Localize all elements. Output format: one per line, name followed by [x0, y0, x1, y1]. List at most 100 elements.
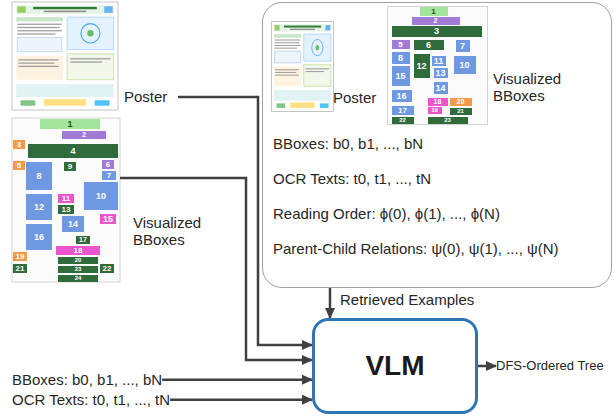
- bbox-rect: 11: [432, 56, 446, 66]
- bbox-rect: 2: [412, 17, 460, 25]
- callout-number: 7: [102, 171, 116, 180]
- bbox-rect: 4: [28, 144, 118, 158]
- callout-number: 17: [392, 106, 414, 115]
- callout-number: 12: [26, 194, 52, 220]
- node-text: DFS-Ordered Tree: [496, 359, 604, 374]
- node-text: BBoxes: b0, b1, ..., bN: [12, 371, 162, 388]
- bbox-rect: 6: [102, 160, 114, 169]
- bbox-rect: 1: [40, 119, 100, 129]
- bbox-rect: 16: [26, 224, 52, 250]
- node-text: Parent-Child Relations: ψ(0), ψ(1), ...,…: [273, 240, 558, 257]
- bbox-rect: 18: [56, 246, 100, 255]
- illustration-shape: [272, 22, 334, 112]
- callout-number: 5: [392, 40, 410, 49]
- callout-number: 3: [13, 140, 25, 149]
- illustration-shape: [12, 2, 118, 110]
- callout-number: 2: [412, 17, 460, 25]
- node-text: Poster: [124, 88, 167, 105]
- bbox-rect: 10: [454, 56, 476, 74]
- callout-number: 5: [13, 161, 25, 170]
- bbox-rect: 15: [392, 66, 410, 86]
- connector-arrow: [162, 378, 312, 381]
- bbox-rect: 17: [392, 106, 414, 115]
- callout-number: 22: [392, 117, 414, 124]
- node-text: OCR Texts: t0, t1, ..., tN: [273, 170, 431, 187]
- callout-number: 19: [13, 252, 27, 261]
- callout-number: 13: [58, 205, 74, 214]
- callout-number: 1: [420, 7, 448, 16]
- bbox-rect: 23: [428, 117, 468, 124]
- callout-number: 24: [58, 275, 98, 282]
- bbox-rect: 14: [62, 216, 84, 232]
- bbox-rect: 6: [414, 40, 444, 50]
- callout-number: 20: [450, 98, 472, 106]
- callout-number: 21: [450, 108, 472, 115]
- bbox-rect: 11: [58, 194, 74, 203]
- bbox-rect: 22: [100, 264, 114, 273]
- callout-number: 10: [454, 56, 476, 74]
- node-text: VLM: [365, 350, 424, 382]
- bbox-rect: 8: [26, 162, 52, 190]
- poster-thumbnail: Poster: [12, 2, 178, 110]
- bbox-rect: 3: [13, 140, 25, 149]
- callout-number: 16: [392, 90, 412, 102]
- node-text: Poster: [333, 89, 376, 106]
- bbox-rect: 19: [13, 252, 27, 261]
- illustration-shape: [388, 7, 488, 125]
- output-text: DFS-Ordered Tree: [496, 359, 604, 374]
- callout-number: 11: [58, 194, 74, 203]
- bbox-rect: 20: [450, 98, 472, 106]
- callout-number: 1: [40, 119, 100, 129]
- bbox-rect: 16: [392, 90, 412, 102]
- callout-number: 14: [62, 216, 84, 232]
- node-text: Visualized BBoxes: [493, 70, 581, 105]
- bbox-rect: 12: [26, 194, 52, 220]
- bbox-rect: 12: [414, 54, 430, 78]
- poster-thumbnail: Poster: [271, 21, 333, 111]
- callout-number: 6: [414, 40, 444, 50]
- callout-number: 8: [26, 162, 52, 190]
- callout-number: 16: [26, 224, 52, 250]
- bbox-rect: 10: [84, 182, 118, 210]
- callout-number: 6: [102, 160, 114, 169]
- bbox-rect: 1: [420, 7, 448, 16]
- bbox-rect: 21: [13, 264, 27, 273]
- node-text: Visualized BBoxes: [133, 214, 215, 249]
- callout-number: 15: [392, 66, 410, 86]
- bbox-rect: 22: [392, 117, 414, 124]
- bbox-rect: 5: [392, 40, 410, 49]
- bbox-rect: 7: [456, 40, 470, 52]
- callout-number: 21: [13, 264, 27, 273]
- callout-number: 4: [28, 144, 118, 158]
- bbox-rect: 7: [102, 171, 116, 180]
- bbox-rect: 15: [100, 214, 116, 224]
- callout-number: 10: [84, 182, 118, 210]
- callout-number: 18: [428, 98, 448, 106]
- bbox-rect: 24: [58, 275, 98, 282]
- node-text: BBoxes: b0, b1, ..., bN: [273, 135, 423, 152]
- bbox-rect: 17: [76, 236, 90, 244]
- bbox-rect: 20: [58, 257, 98, 264]
- callout-number: 11: [432, 56, 446, 66]
- bbox-rect: 3: [392, 26, 482, 37]
- callout-number: 19: [428, 107, 442, 114]
- node-text: OCR Texts: t0, t1, ..., tN: [12, 391, 170, 408]
- bbox-rect: 23: [58, 266, 98, 273]
- callout-number: 18: [56, 246, 100, 255]
- input-text: OCR Texts: t0, t1, ..., tN: [12, 391, 170, 408]
- connector-arrow: [329, 288, 332, 318]
- bbox-rect: 2: [62, 131, 106, 139]
- callout-number: 14: [434, 82, 448, 94]
- callout-number: 8: [392, 52, 410, 64]
- callout-number: 23: [428, 117, 468, 124]
- input-text: BBoxes: b0, b1, ..., bN: [12, 371, 162, 388]
- connector-arrow: [170, 398, 312, 401]
- bbox-rect: 13: [434, 68, 448, 78]
- illustration-shape: [12, 118, 120, 282]
- connector-arrow: [478, 365, 496, 368]
- bbox-rect: 13: [58, 205, 74, 214]
- callout-number: 3: [392, 26, 482, 37]
- callout-number: 9: [64, 162, 76, 171]
- bbox-rect: 14: [434, 82, 448, 94]
